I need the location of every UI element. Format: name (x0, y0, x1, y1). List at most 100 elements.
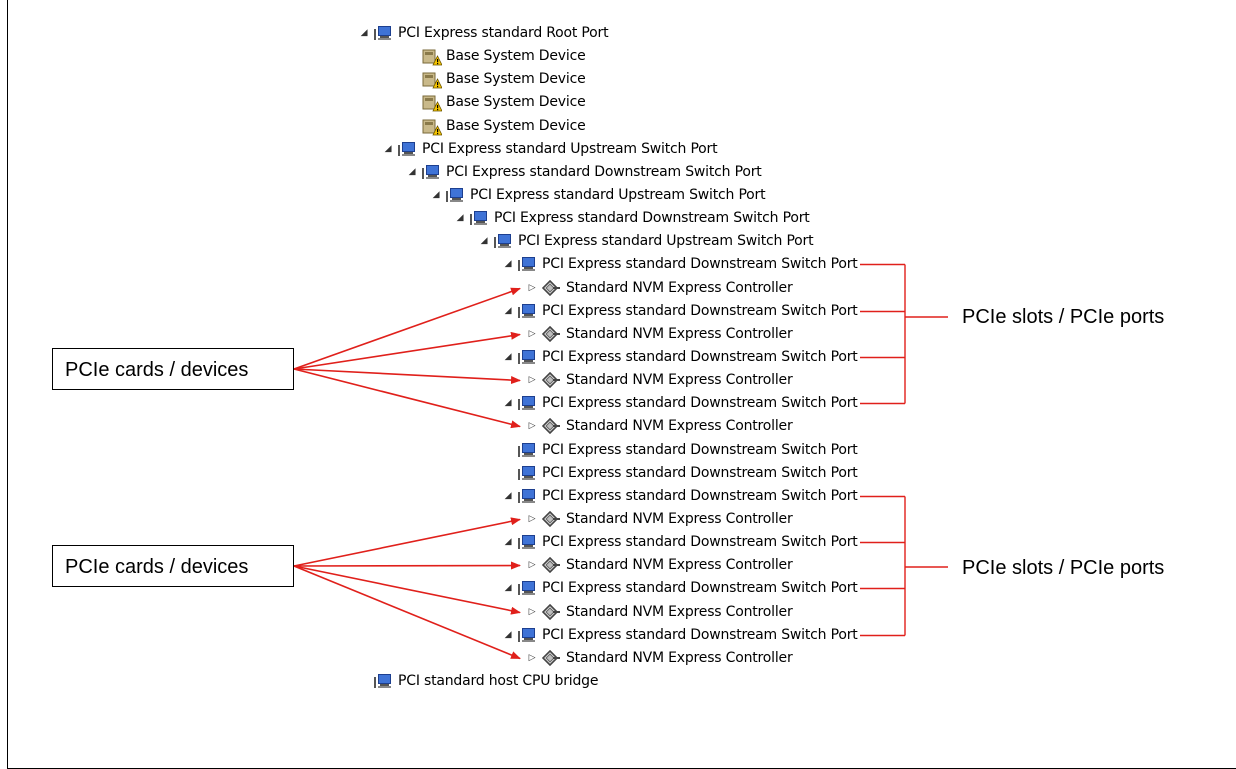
tree-row[interactable]: ▷Standard NVM Express Controller (0, 323, 793, 346)
clipped-tree-row-top (380, 0, 400, 4)
tree-row-label: Standard NVM Express Controller (566, 372, 793, 388)
expand-triangle-icon[interactable]: ◢ (504, 306, 512, 316)
tree-row[interactable]: ▷Standard NVM Express Controller (0, 277, 793, 300)
tree-row[interactable]: Base System Device (0, 68, 586, 91)
tree-row[interactable]: ◢ PCI Express standard Downstream Switch … (0, 392, 858, 415)
ports-label-top: PCIe slots / PCIe ports (962, 306, 1165, 328)
tree-row[interactable]: ◢ PCI Express standard Downstream Switch … (0, 300, 858, 323)
tree-row[interactable]: ◢ PCI Express standard Downstream Switch … (0, 624, 858, 647)
tree-row[interactable]: Base System Device (0, 45, 586, 68)
expand-triangle-icon[interactable]: ◢ (456, 213, 464, 223)
tree-row-label: Standard NVM Express Controller (566, 650, 793, 666)
tree-row[interactable]: ◢ PCI Express standard Downstream Switch … (0, 161, 762, 184)
tree-row-label: Base System Device (446, 118, 586, 134)
tree-row-label: PCI Express standard Downstream Switch P… (542, 580, 858, 596)
pci-port-icon (374, 25, 392, 41)
tree-row-label: Standard NVM Express Controller (566, 604, 793, 620)
tree-row-label: PCI Express standard Downstream Switch P… (494, 210, 810, 226)
expand-triangle-icon[interactable]: ◢ (384, 144, 392, 154)
expand-triangle-icon[interactable]: ◢ (504, 259, 512, 269)
tree-row-label: PCI Express standard Downstream Switch P… (542, 488, 858, 504)
expand-triangle-icon[interactable]: ◢ (504, 491, 512, 501)
tree-row[interactable]: ◢ PCI Express standard Downstream Switch … (0, 207, 810, 230)
tree-row-label: PCI Express standard Downstream Switch P… (542, 303, 858, 319)
tree-row[interactable]: ▷ Standard NVM Express Controller (0, 647, 793, 670)
nvme-controller-icon (541, 603, 560, 621)
tree-row[interactable]: ◢ PCI Express standard Upstream Switch Po… (0, 138, 718, 161)
tree-row[interactable]: ◢PCI Express standard Downstream Switch … (0, 531, 858, 554)
warning-device-icon (422, 48, 443, 66)
pci-port-icon (518, 580, 536, 596)
tree-row-label: PCI Express standard Root Port (398, 25, 609, 41)
pci-port-icon (518, 534, 536, 550)
tree-row-label: PCI Express standard Upstream Switch Por… (470, 187, 766, 203)
tree-row[interactable]: ◢ PCI Express standard Downstream Switch … (0, 577, 858, 600)
pci-port-icon (518, 442, 536, 458)
tree-row[interactable]: Base System Device (0, 91, 586, 114)
tree-row[interactable]: ◢ PCI Express standard Downstream Switch … (0, 346, 858, 369)
tree-row[interactable]: ◢ PCI Express standard Root Port (0, 22, 609, 45)
collapse-triangle-icon[interactable]: ▷ (528, 421, 536, 431)
tree-row[interactable]: ▷ Standard NVM Express Controller (0, 554, 793, 577)
tree-row-label: Standard NVM Express Controller (566, 557, 793, 573)
pci-port-icon (446, 187, 464, 203)
pci-port-icon (518, 256, 536, 272)
tree-row-label: Base System Device (446, 94, 586, 110)
tree-row-label: Base System Device (446, 71, 586, 87)
devices-callout-top: PCIe cards / devices (52, 348, 294, 390)
nvme-controller-icon (541, 325, 560, 343)
pci-port-icon (518, 488, 536, 504)
tree-row[interactable]: PCI Express standard Downstream Switch P… (0, 462, 858, 485)
devices-callout-bottom: PCIe cards / devices (52, 545, 294, 587)
expand-triangle-icon[interactable]: ◢ (480, 236, 488, 246)
pci-port-icon (470, 210, 488, 226)
expand-triangle-icon[interactable]: ◢ (504, 352, 512, 362)
pci-port-icon (422, 164, 440, 180)
tree-row[interactable]: ▷ Standard NVM Express Controller (0, 369, 793, 392)
collapse-triangle-icon[interactable]: ▷ (528, 283, 536, 293)
tree-row[interactable]: ▷ Standard NVM Express Controller (0, 508, 793, 531)
tree-row-label: PCI Express standard Downstream Switch P… (542, 465, 858, 481)
pci-port-icon (518, 395, 536, 411)
collapse-triangle-icon[interactable]: ▷ (528, 514, 536, 524)
expand-triangle-icon[interactable]: ◢ (504, 583, 512, 593)
expand-triangle-icon[interactable]: ◢ (432, 190, 440, 200)
tree-row[interactable]: ◢ PCI Express standard Upstream Switch Po… (0, 184, 766, 207)
tree-row-label: PCI Express standard Upstream Switch Por… (422, 141, 718, 157)
tree-row-label: Base System Device (446, 48, 586, 64)
tree-row[interactable]: ◢PCI Express standard Upstream Switch Po… (0, 230, 814, 253)
pci-port-icon (374, 673, 392, 689)
tree-row-label: PCI Express standard Downstream Switch P… (542, 627, 858, 643)
tree-row[interactable]: ▷ Standard NVM Express Controller (0, 601, 793, 624)
tree-row-label: PCI Express standard Downstream Switch P… (446, 164, 762, 180)
pci-port-icon (518, 465, 536, 481)
nvme-controller-icon (541, 510, 560, 528)
tree-row-label: PCI Express standard Downstream Switch P… (542, 395, 858, 411)
tree-row[interactable]: ◢ PCI Express standard Downstream Switch … (0, 253, 858, 276)
collapse-triangle-icon[interactable]: ▷ (528, 375, 536, 385)
tree-row[interactable]: Base System Device (0, 115, 586, 138)
expand-triangle-icon[interactable]: ◢ (504, 537, 512, 547)
tree-row-label: PCI Express standard Downstream Switch P… (542, 349, 858, 365)
pci-port-icon (398, 141, 416, 157)
tree-row[interactable]: PCI standard host CPU bridge (0, 670, 598, 693)
nvme-controller-icon (541, 556, 560, 574)
pci-port-icon (518, 303, 536, 319)
collapse-triangle-icon[interactable]: ▷ (528, 607, 536, 617)
expand-triangle-icon[interactable]: ◢ (408, 167, 416, 177)
collapse-triangle-icon[interactable]: ▷ (528, 329, 536, 339)
tree-row[interactable]: ▷ Standard NVM Express Controller (0, 415, 793, 438)
tree-row-label: Standard NVM Express Controller (566, 511, 793, 527)
expand-triangle-icon[interactable]: ◢ (360, 28, 368, 38)
expand-triangle-icon[interactable]: ◢ (504, 398, 512, 408)
collapse-triangle-icon[interactable]: ▷ (528, 653, 536, 663)
tree-row-label: Standard NVM Express Controller (566, 418, 793, 434)
collapse-triangle-icon[interactable]: ▷ (528, 560, 536, 570)
expand-triangle-icon[interactable]: ◢ (504, 630, 512, 640)
tree-row[interactable]: ◢ PCI Express standard Downstream Switch … (0, 485, 858, 508)
nvme-controller-icon (541, 371, 560, 389)
tree-row-label: PCI Express standard Downstream Switch P… (542, 256, 858, 272)
tree-row[interactable]: PCI Express standard Downstream Switch P… (0, 439, 858, 462)
nvme-controller-icon (541, 649, 560, 667)
warning-device-icon (422, 71, 443, 89)
